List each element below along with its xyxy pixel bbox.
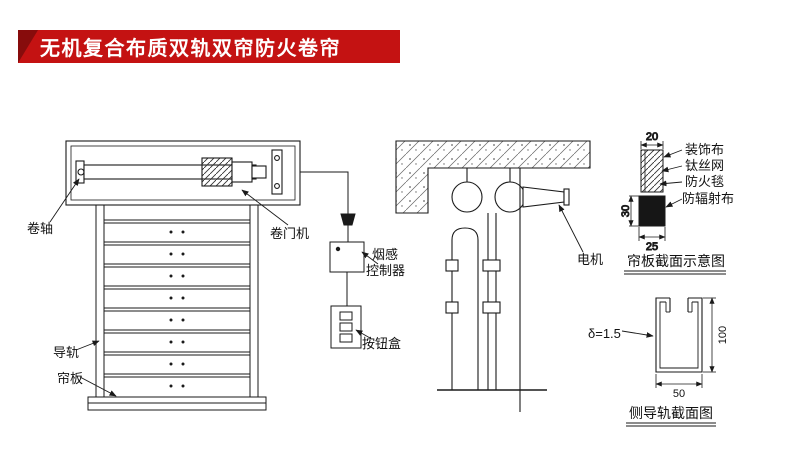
channel-outer bbox=[655, 297, 703, 373]
page-title: 无机复合布质双轨双帘防火卷帘 bbox=[40, 38, 341, 60]
radiation-cloth-layer bbox=[638, 195, 666, 227]
dim-height bbox=[703, 297, 716, 373]
motor-cone bbox=[522, 186, 565, 208]
dim-bottom-width bbox=[638, 227, 666, 241]
label-guide-rail: 导轨 bbox=[53, 345, 79, 360]
smoke-sensor-icon bbox=[340, 213, 356, 226]
dim-20: 20 bbox=[646, 131, 658, 143]
label-roller-shaft: 卷轴 bbox=[27, 221, 53, 236]
smoke-controller-box bbox=[329, 241, 365, 273]
concrete-ceiling bbox=[395, 140, 591, 214]
button bbox=[339, 333, 353, 343]
side-view bbox=[395, 140, 591, 412]
label-thickness: δ=1.5 bbox=[588, 326, 621, 341]
curtain-section: 20 30 25 bbox=[620, 131, 683, 254]
roller-housing bbox=[65, 140, 301, 206]
label-curtain-panel: 帘板 bbox=[57, 371, 83, 386]
label-fire-blanket: 防火毯 bbox=[685, 174, 724, 189]
dim-top-width bbox=[640, 141, 664, 149]
guide-clip bbox=[445, 259, 459, 272]
thickness-leader bbox=[621, 330, 654, 338]
caption-curtain-section: 帘板截面示意图 bbox=[627, 253, 725, 269]
guide-clip bbox=[445, 301, 459, 314]
shutter-curtain bbox=[87, 205, 267, 411]
side-view-labels: 电机 bbox=[558, 204, 603, 267]
control-labels: 烟感 控制器 按钮盒 bbox=[355, 247, 405, 351]
bolt-hole bbox=[274, 155, 280, 161]
label-button-box: 按钮盒 bbox=[362, 336, 401, 351]
label-motor: 电机 bbox=[577, 252, 603, 267]
button bbox=[339, 322, 353, 332]
bolt-hole bbox=[274, 183, 280, 189]
button-box bbox=[330, 305, 362, 349]
guide-clip bbox=[482, 301, 501, 314]
title-banner: 无机复合布质双轨双帘防火卷帘 bbox=[18, 30, 400, 63]
channel-inner bbox=[659, 301, 699, 369]
front-view-labels: 卷轴 卷门机 导轨 帘板 bbox=[27, 178, 309, 397]
door-operator-motor bbox=[201, 157, 233, 187]
curtain-slats bbox=[104, 219, 250, 378]
slat-stitch-dots bbox=[169, 230, 185, 388]
rail-section bbox=[621, 297, 716, 388]
label-smoke-detector-1: 烟感 bbox=[372, 247, 398, 262]
dim-50: 50 bbox=[673, 388, 685, 400]
dim-width bbox=[655, 374, 703, 388]
label-door-operator: 卷门机 bbox=[270, 226, 309, 241]
label-decor-fabric: 装饰布 bbox=[685, 142, 724, 157]
label-radiation-cloth: 防辐射布 bbox=[682, 191, 734, 206]
caption-rail-section: 侧导轨截面图 bbox=[629, 405, 713, 421]
end-plate bbox=[271, 149, 283, 195]
dim-30: 30 bbox=[620, 205, 632, 217]
bottom-bar bbox=[87, 396, 267, 411]
button bbox=[339, 311, 353, 321]
dim-25: 25 bbox=[646, 241, 658, 253]
label-smoke-detector-2: 控制器 bbox=[366, 263, 405, 278]
label-titanium-mesh: 钛丝网 bbox=[685, 158, 724, 173]
guide-clip bbox=[482, 259, 501, 272]
dim-block-height bbox=[628, 195, 639, 227]
fire-blanket-layer bbox=[640, 149, 664, 193]
rail-section-labels: δ=1.5 100 50 侧导轨截面图 bbox=[588, 326, 729, 427]
curtain-loop bbox=[451, 227, 479, 390]
dim-100: 100 bbox=[717, 326, 729, 344]
roller-drum-1 bbox=[451, 181, 483, 213]
curtain-section-labels: 装饰布 钛丝网 防火毯 防辐射布 帘板截面示意图 bbox=[624, 142, 734, 275]
layer-leaders bbox=[659, 149, 683, 208]
control-wiring bbox=[300, 171, 365, 349]
